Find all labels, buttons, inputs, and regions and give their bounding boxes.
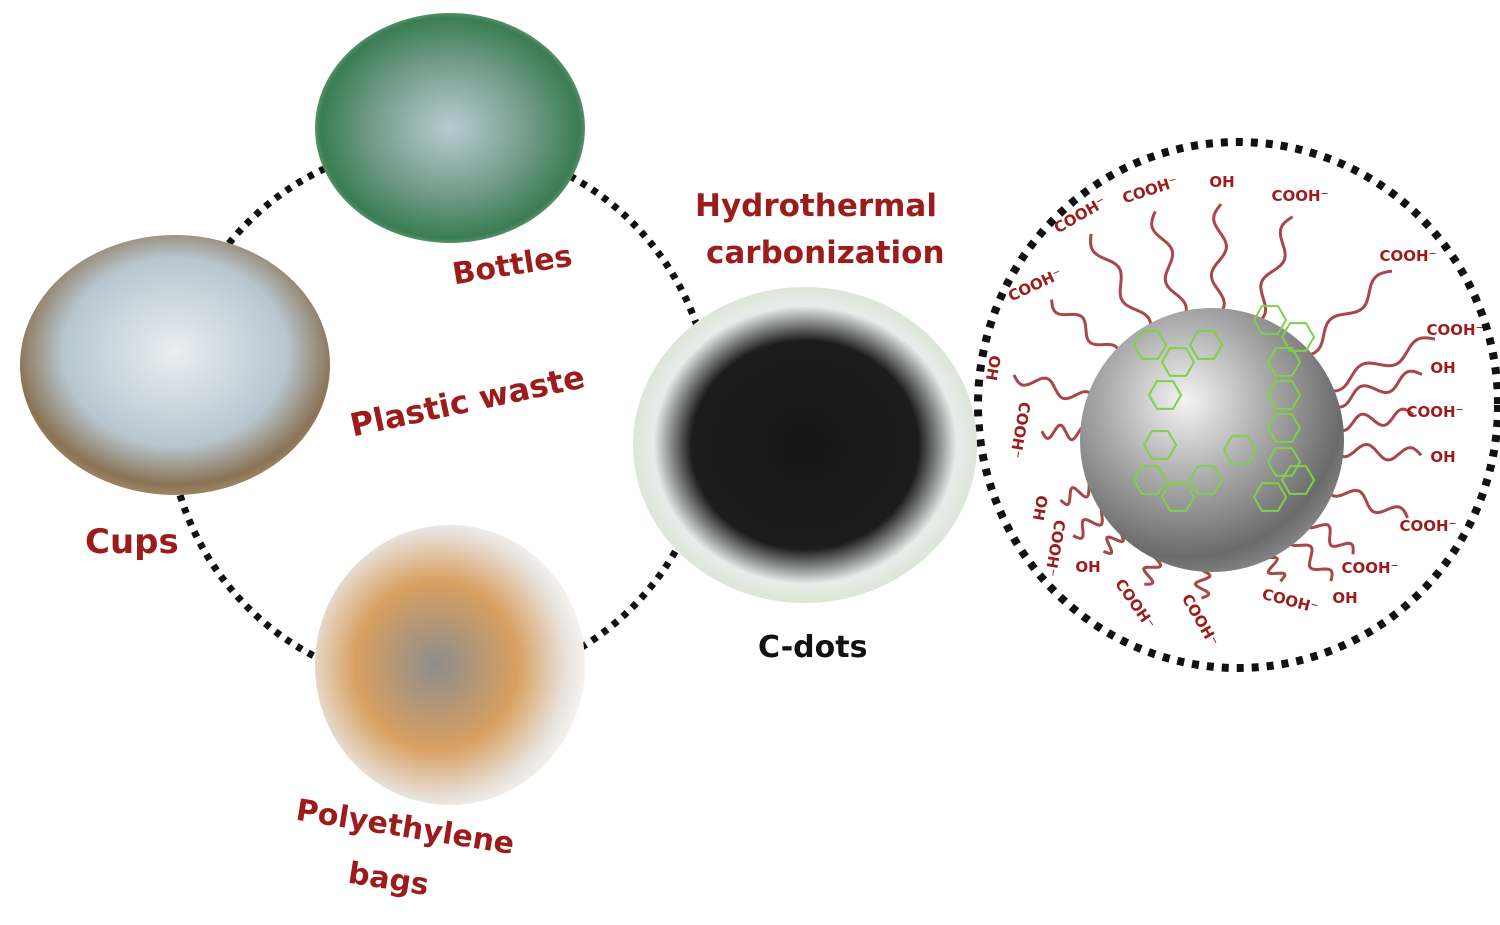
graphene-ring bbox=[1160, 347, 1196, 377]
label-carbonization: carbonization bbox=[706, 235, 945, 271]
surface-chain bbox=[1323, 484, 1409, 519]
graphitic-rings bbox=[1132, 305, 1316, 512]
graphene-ring bbox=[1266, 380, 1302, 410]
functional-group-label: COOH⁻ bbox=[1426, 321, 1484, 339]
surface-chain bbox=[1089, 233, 1153, 335]
surface-chain bbox=[1287, 532, 1334, 582]
graphene-ring bbox=[1142, 430, 1178, 460]
surface-chain bbox=[1012, 374, 1098, 403]
functional-group-label: COOH⁻ bbox=[1341, 559, 1399, 577]
functional-group-label: COOH⁻ bbox=[1399, 517, 1457, 535]
functional-group-label: OH bbox=[1430, 359, 1456, 377]
surface-chain bbox=[1327, 369, 1423, 409]
graphene-ring bbox=[1252, 482, 1288, 512]
bottles-photo bbox=[315, 13, 585, 243]
graphene-ring bbox=[1280, 322, 1316, 352]
graphene-ring bbox=[1188, 465, 1224, 495]
label-c-dots: C-dots bbox=[758, 630, 868, 665]
functional-group-label: OH bbox=[1075, 558, 1101, 576]
surface-chains bbox=[1012, 203, 1436, 600]
surface-chain bbox=[1304, 516, 1355, 555]
graphene-ring bbox=[1188, 330, 1224, 360]
label-cups: Cups bbox=[85, 522, 179, 562]
functional-group-label: OH bbox=[1430, 448, 1456, 466]
functional-group-label: OH bbox=[1332, 589, 1358, 607]
graphene-ring bbox=[1132, 330, 1168, 360]
cdots-powder-photo bbox=[633, 287, 977, 603]
graphene-ring bbox=[1132, 465, 1168, 495]
functional-group-label: COOH⁻ bbox=[1271, 187, 1329, 205]
surface-chain bbox=[1150, 210, 1188, 323]
surface-chain bbox=[1322, 336, 1436, 393]
functional-group-label: OH bbox=[1209, 173, 1235, 191]
graphene-ring bbox=[1266, 413, 1302, 443]
surface-chain bbox=[1332, 442, 1423, 462]
functional-group-label: COOH⁻ bbox=[1379, 247, 1437, 265]
carbon-dot-sphere bbox=[1080, 308, 1344, 572]
bags-photo bbox=[315, 525, 585, 805]
surface-chain bbox=[1050, 299, 1122, 360]
graphene-ring bbox=[1280, 465, 1316, 495]
functional-group-label: COOH⁻ bbox=[1406, 403, 1464, 421]
surface-chain bbox=[1252, 215, 1294, 327]
graphene-ring bbox=[1266, 347, 1302, 377]
graphene-ring bbox=[1266, 447, 1302, 477]
cups-photo bbox=[20, 235, 330, 495]
surface-chain bbox=[1300, 269, 1393, 358]
surface-chain bbox=[1209, 203, 1229, 320]
graphene-ring bbox=[1160, 482, 1196, 512]
graphene-ring bbox=[1147, 380, 1183, 410]
graphene-ring bbox=[1222, 435, 1258, 465]
surface-chain bbox=[1332, 407, 1415, 432]
label-hydrothermal: Hydrothermal bbox=[695, 188, 937, 224]
graphene-ring bbox=[1252, 305, 1288, 335]
